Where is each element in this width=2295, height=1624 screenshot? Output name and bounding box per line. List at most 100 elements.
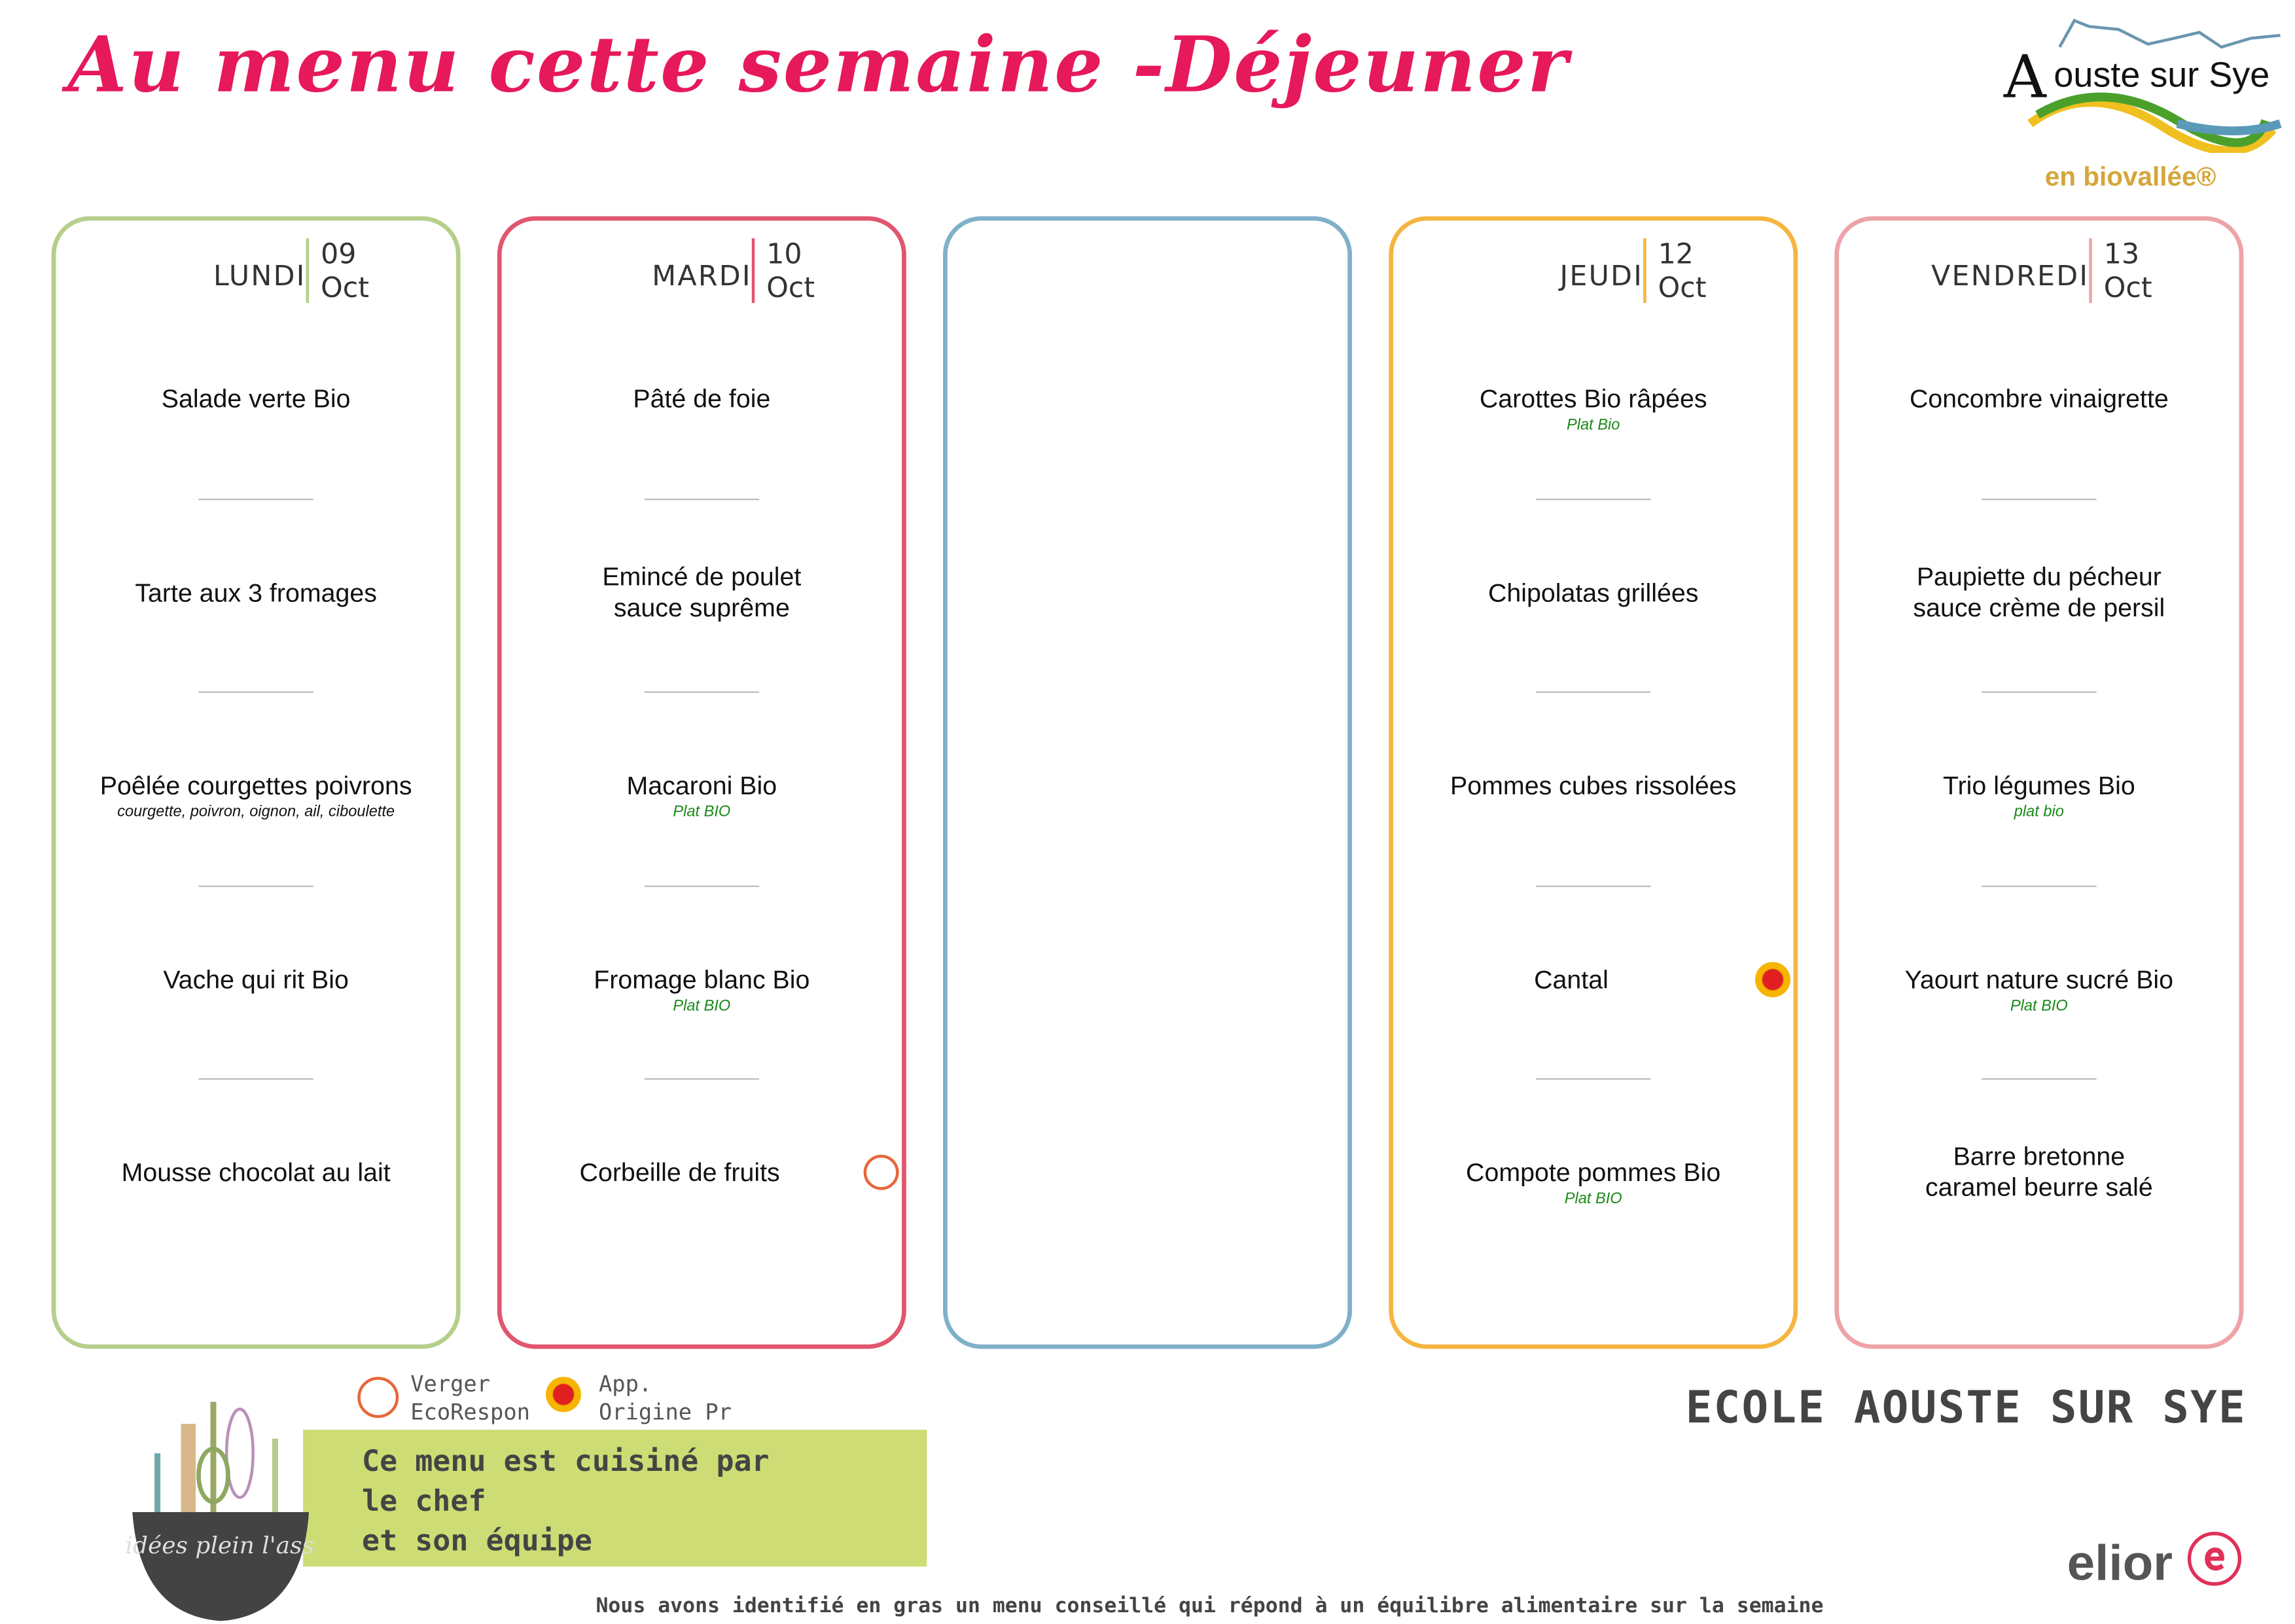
dish-name: Barre bretonne [1953, 1141, 2126, 1171]
dish-name: Compote pommes Bio [1466, 1157, 1721, 1187]
legend-aop: App. Origine Pr [546, 1371, 732, 1426]
item-separator [198, 1078, 313, 1080]
day-number: 09 [321, 238, 357, 271]
dish-note: Plat Bio [1567, 415, 1620, 434]
header-divider [751, 238, 755, 304]
menu-item: Pommes cubes rissolées [1393, 770, 1793, 801]
day-number: 13 [2103, 238, 2140, 271]
chef-banner [303, 1430, 927, 1567]
svg-text:Des idées plein l'assiette: Des idées plein l'assiette [125, 1532, 316, 1559]
dish-name: Fromage blanc Bio [594, 964, 810, 994]
verger-ecoresponsable-icon [357, 1377, 399, 1419]
dish-name: Paupiette du pécheur [1916, 561, 2162, 591]
dish-name: Pâté de foie [633, 383, 771, 413]
header-divider [2089, 238, 2092, 304]
day-name: VENDREDI [1931, 260, 2090, 293]
item-separator [1536, 691, 1651, 693]
dish-name: Concombre vinaigrette [1909, 383, 2169, 413]
menu-item: Chipolatas grillées [1393, 577, 1793, 608]
mountain-wave-icon [2027, 18, 2282, 153]
dish-note: Plat BIO [2010, 997, 2068, 1015]
dish-name: Salade verte Bio [161, 383, 351, 413]
dish-note: plat bio [2014, 802, 2064, 821]
menu-item: Mousse chocolat au lait [56, 1157, 455, 1188]
day-month: Oct [1658, 272, 1707, 305]
legend-aop-line1: App. [598, 1371, 652, 1398]
item-separator [1982, 691, 2097, 693]
dish-note: Plat BIO [673, 997, 731, 1015]
menu-item: Tarte aux 3 fromages [56, 577, 455, 608]
menu-item: Trio légumes Bio plat bio [1839, 770, 2239, 822]
item-separator [1536, 499, 1651, 501]
legend-verger-line1: Verger [410, 1371, 491, 1398]
dish-name: Macaroni Bio [626, 769, 777, 800]
elior-logo: elior ⓔ [2067, 1531, 2243, 1593]
day-name: LUNDI [213, 260, 306, 293]
menu-item: Cantal [1393, 964, 1749, 995]
day-month: Oct [321, 272, 369, 305]
dish-name: Tarte aux 3 fromages [135, 577, 377, 607]
item-separator [198, 499, 313, 501]
dish-name: Mousse chocolat au lait [121, 1157, 391, 1187]
item-separator [198, 691, 313, 693]
menu-item: Vache qui rit Bio [56, 964, 455, 995]
dish-name-line2: caramel beurre salé [1925, 1172, 2153, 1202]
footer-note: Nous avons identifié en gras un menu con… [596, 1594, 1824, 1618]
aop-icon [546, 1377, 581, 1413]
day-number: 12 [1658, 238, 1694, 271]
logo-tagline: en biovallée® [2044, 162, 2216, 192]
day-column-mercredi [943, 216, 1353, 1349]
dish-note: courgette, poivron, oignon, ail, ciboule… [117, 802, 395, 821]
menu-item: Corbeille de fruits [502, 1157, 858, 1188]
dish-name: Trio légumes Bio [1943, 769, 2135, 800]
item-separator [644, 885, 760, 887]
dish-name: Corbeille de fruits [579, 1157, 780, 1187]
dish-note: Plat BIO [1564, 1189, 1622, 1207]
item-separator [1536, 1078, 1651, 1080]
logo-initial: A [2003, 44, 2046, 112]
legend-verger-line2: EcoRespon [410, 1398, 530, 1426]
item-separator [1536, 885, 1651, 887]
aop-icon [1754, 962, 1790, 998]
header-divider [306, 238, 310, 304]
school-name: ECOLE AOUSTE SUR SYE [1685, 1383, 2247, 1434]
dish-name: Emincé de poulet [602, 561, 802, 591]
item-separator [1982, 885, 2097, 887]
verger-ecoresponsable-icon [863, 1154, 899, 1190]
chef-line-3: et son équipe [362, 1522, 592, 1558]
day-name: JEUDI [1559, 260, 1644, 293]
day-month: Oct [2103, 272, 2152, 305]
item-separator [644, 1078, 760, 1080]
item-separator [644, 691, 760, 693]
item-separator [198, 885, 313, 887]
chef-message: Ce menu est cuisiné par le chef et son é… [362, 1441, 770, 1561]
dish-name: Yaourt nature sucré Bio [1904, 964, 2174, 994]
dish-name-line2: sauce suprême [613, 592, 790, 622]
menu-item: Salade verte Bio [56, 383, 455, 414]
legend-verger: Verger EcoRespon [357, 1371, 530, 1426]
logo-name: ouste sur Sye [2054, 56, 2270, 96]
dish-name: Cantal [1534, 964, 1609, 994]
des-idees-plein-lassiette-logo: Des idées plein l'assiette [125, 1402, 316, 1621]
page-title: Au menu cette semaine -Déjeuner [67, 20, 1569, 111]
item-separator [644, 499, 760, 501]
